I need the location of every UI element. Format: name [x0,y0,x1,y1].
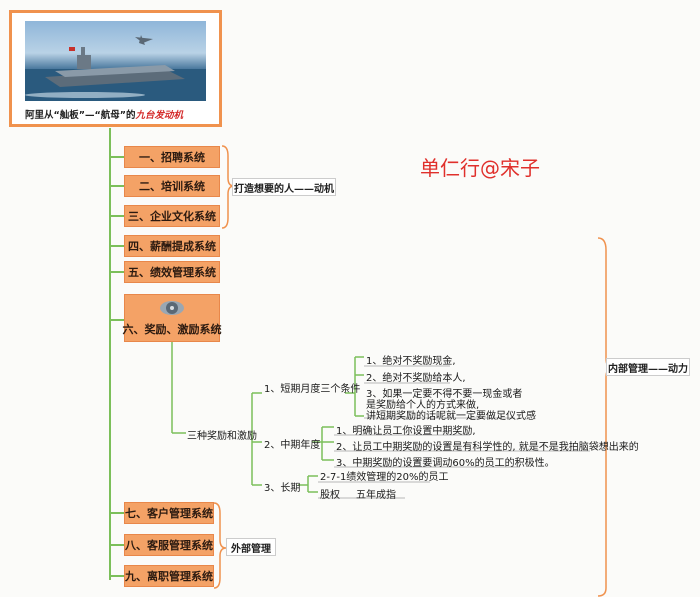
system-label: 一、招聘系统 [139,151,205,164]
engine-icon [160,301,184,315]
mid-term-item: 1、明确让员工你设置中期奖励, [336,426,476,437]
short-term-label: 1、短期月度三个条件 [264,384,361,395]
system-node-salary[interactable]: 四、薪酬提成系统 [124,235,220,257]
long-term-item: 五年成指 [356,490,396,501]
system-label: 六、奖励、激励系统 [122,323,222,336]
long-term-label: 3、长期 [264,483,301,494]
short-term-item: 1、绝对不奖励现金, [366,356,456,367]
system-label: 二、培训系统 [139,180,205,193]
root-caption: 阿里从“舢板”—“航母”的九台发动机 [25,110,183,121]
short-term-item: 是奖励给个人的方式来做, [366,400,480,411]
incentive-title: 三种奖励和激励 [187,431,257,442]
system-label: 三、企业文化系统 [128,210,216,223]
short-term-item: 2、绝对不奖励给本人, [366,373,466,384]
system-node-performance[interactable]: 五、绩效管理系统 [124,261,220,283]
group-label-external: 外部管理 [226,538,276,556]
system-node-recruit[interactable]: 一、招聘系统 [124,146,220,168]
root-node: 阿里从“舢板”—“航母”的九台发动机 [9,10,222,127]
group-label-internal: 内部管理——动力 [606,358,690,376]
system-label: 九、离职管理系统 [125,570,213,583]
mid-term-item: 3、中期奖励的设置要调动60%的员工的积极性。 [336,458,555,469]
system-label: 七、客户管理系统 [125,507,213,520]
system-node-service[interactable]: 八、客服管理系统 [124,534,214,556]
long-term-item: 股权 [320,490,340,501]
long-term-item: 2-7-1绩效管理的20%的员工 [320,472,449,483]
system-node-training[interactable]: 二、培训系统 [124,175,220,197]
system-label: 五、绩效管理系统 [128,266,216,279]
system-node-resignation[interactable]: 九、离职管理系统 [124,565,214,587]
system-node-customer[interactable]: 七、客户管理系统 [124,502,214,524]
mid-term-label: 2、中期年度 [264,440,321,451]
mid-term-item: 2、让员工中期奖励的设置是有科学性的, 就是不是我拍脑袋想出来的 [336,442,639,453]
short-term-item: 3、如果一定要不得不要一现金或者 [366,389,523,400]
system-node-culture[interactable]: 三、企业文化系统 [124,205,220,227]
system-label: 八、客服管理系统 [125,539,213,552]
group-label-people: 打造想要的人——动机 [232,178,336,196]
system-label: 四、薪酬提成系统 [128,240,216,253]
author-watermark: 单仁行@宋子 [420,156,540,180]
short-term-item: 讲短期奖励的话呢就一定要做足仪式感 [366,411,536,422]
aircraft-carrier-image [25,21,206,101]
system-node-incentive[interactable]: 六、奖励、激励系统 [122,294,222,342]
